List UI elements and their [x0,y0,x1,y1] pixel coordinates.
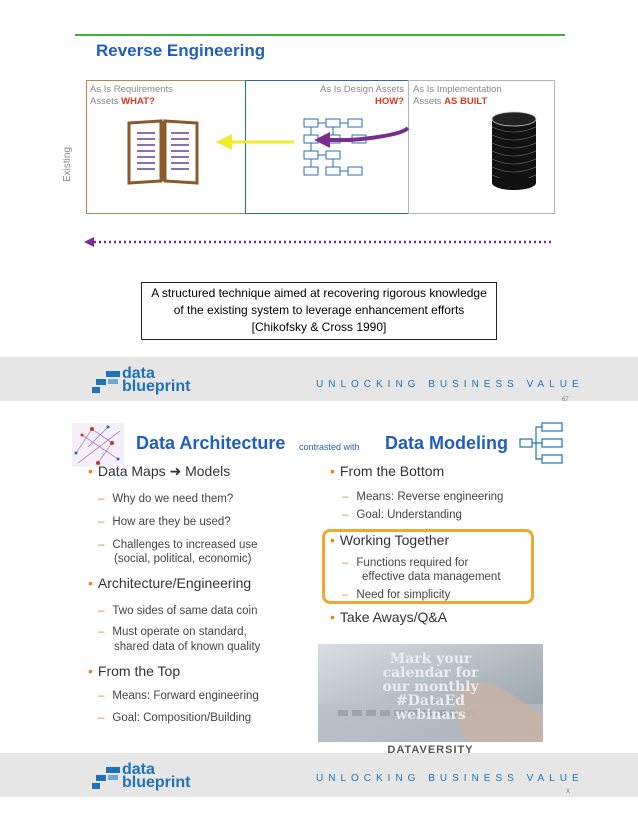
bullet-text: Working Together [339,532,450,548]
bullet-from-top: •From the Top [88,663,180,679]
slide-architecture-vs-modeling: Data Architecture contrasted with Data M… [0,405,638,826]
sub-bullet: –Functions required for [342,557,469,569]
bullet-architecture: •Architecture/Engineering [88,575,251,591]
sub-text: How are they be used? [112,516,231,528]
book-icon [127,119,199,185]
slide2-title-left: Data Architecture [136,433,286,453]
existing-label: Existing [62,146,73,182]
slide2-title-right: Data Modeling [385,433,509,453]
sub-bullet-continued: (social, political, economic) [114,553,252,565]
dotted-arrow [84,237,554,247]
sub-bullet: –Challenges to increased use [98,539,258,551]
sub-text: Challenges to increased use [112,539,258,551]
panel-implementation-prefix: Assets [413,96,445,107]
promo-line: calendar for [382,665,479,681]
panel-implementation-label: As Is Implementation Assets AS BUILT [413,84,502,108]
slide-title: Reverse Engineering [96,41,266,60]
sub-bullet: –Goal: Understanding [342,509,462,521]
logo-mark-icon [92,767,120,789]
sub-text: Functions required for [356,557,469,569]
sub-bullet-continued: shared data of known quality [114,641,261,653]
promo-line: Mark your [389,651,472,667]
panel-requirements-line1: As Is Requirements [90,84,173,95]
bullet-text: From the Bottom [339,463,445,479]
bullet-working-together: •Working Together [330,532,449,548]
slide-reverse-engineering: Reverse Engineering As Is Requirements A… [0,0,638,403]
working-together-highlight [322,529,534,604]
bullet-dot: • [88,575,93,591]
quote-line-1: A structured technique aimed at recoveri… [151,286,487,300]
tagline: UNLOCKING BUSINESS VALUE [316,773,584,784]
promo-line: our monthly [382,679,479,695]
sub-text: Must operate on standard, [112,626,247,638]
quote-citation: [Chikofsky & Cross 1990] [251,320,387,334]
promo-line: webinars [395,707,466,723]
sub-bullet: –Goal: Composition/Building [98,712,252,724]
quote-line-2: of the existing system to leverage enhan… [173,303,465,317]
title-rule [75,34,565,36]
bullet-dot: • [330,463,335,479]
network-image-icon [72,423,124,467]
webinar-promo-image[interactable]: Mark your calendar for our monthly #Data… [318,644,543,764]
tree-diagram-icon [519,422,563,464]
slide2-contrasted: contrasted with [299,442,360,452]
promo-line: #DataEd [396,693,465,709]
panel-requirements: As Is Requirements Assets WHAT? [86,80,246,214]
reverse-arrows [216,126,410,150]
page-number: X [566,789,571,795]
bullet-take-aways: •Take Aways/Q&A [330,609,447,625]
logo-top: data [122,761,155,778]
disk-stack-icon [491,111,537,190]
logo-bottom: blueprint [122,378,191,395]
bullet-text: Data Maps ➜ Models [97,463,231,479]
bullet-from-bottom: •From the Bottom [330,463,444,479]
promo-text: Mark your calendar for our monthly #Data… [318,652,543,722]
panel-design-line1: As Is Design Assets [320,84,404,95]
logo-text: data blueprint [122,761,191,791]
bullet-text: From the Top [97,663,181,679]
panel-design-label: As Is Design Assets HOW? [320,84,404,108]
sub-bullet: –Must operate on standard, [98,626,247,638]
sub-text: Two sides of same data coin [112,605,258,617]
panel-implementation: As Is Implementation Assets AS BUILT [408,80,555,214]
panel-implementation-emph: AS BUILT [444,96,488,107]
bullet-dot: • [88,663,93,679]
logo-bottom: blueprint [122,774,191,791]
sub-bullet: –Means: Forward engineering [98,690,259,702]
slide2-footer: data blueprint UNLOCKING BUSINESS VALUE … [0,753,638,797]
tagline: UNLOCKING BUSINESS VALUE [316,379,584,390]
logo-text: data blueprint [122,365,191,395]
sub-bullet-continued: effective data management [362,571,501,583]
panel-design-emph: HOW? [374,96,404,107]
bullet-data-maps: •Data Maps ➜ Models [88,463,230,480]
sub-text: Means: Reverse engineering [356,491,504,503]
sub-bullet: –Why do we need them? [98,493,234,505]
panel-requirements-emph: WHAT? [121,96,155,107]
panel-implementation-line1: As Is Implementation [413,84,502,95]
sub-bullet: –Means: Reverse engineering [342,491,504,503]
panel-requirements-label: As Is Requirements Assets WHAT? [90,84,173,108]
bullet-dot: • [330,609,335,625]
sub-text: Goal: Understanding [356,509,462,521]
sub-text: Why do we need them? [112,493,234,505]
logo-top: data [122,365,155,382]
logo-mark-icon [92,371,120,393]
slide1-footer: data blueprint UNLOCKING BUSINESS VALUE … [0,357,638,403]
sub-text: Goal: Composition/Building [112,712,252,724]
sub-bullet: –How are they be used? [98,516,231,528]
sub-text: Means: Forward engineering [112,690,259,702]
sub-bullet: –Two sides of same data coin [98,605,258,617]
bullet-text: Architecture/Engineering [97,575,252,591]
definition-quote: A structured technique aimed at recoveri… [141,282,497,340]
page-number: 67 [562,397,569,403]
panel-implementation-line2: Assets AS BUILT [413,96,502,108]
panel-requirements-line2: Assets WHAT? [90,96,173,108]
bullet-dot: • [330,532,335,548]
bullet-dot: • [88,463,93,479]
bullet-text: Take Aways/Q&A [339,609,448,625]
sub-text: Need for simplicity [356,589,451,601]
panel-requirements-prefix: Assets [90,96,122,107]
sub-bullet: –Need for simplicity [342,589,451,601]
